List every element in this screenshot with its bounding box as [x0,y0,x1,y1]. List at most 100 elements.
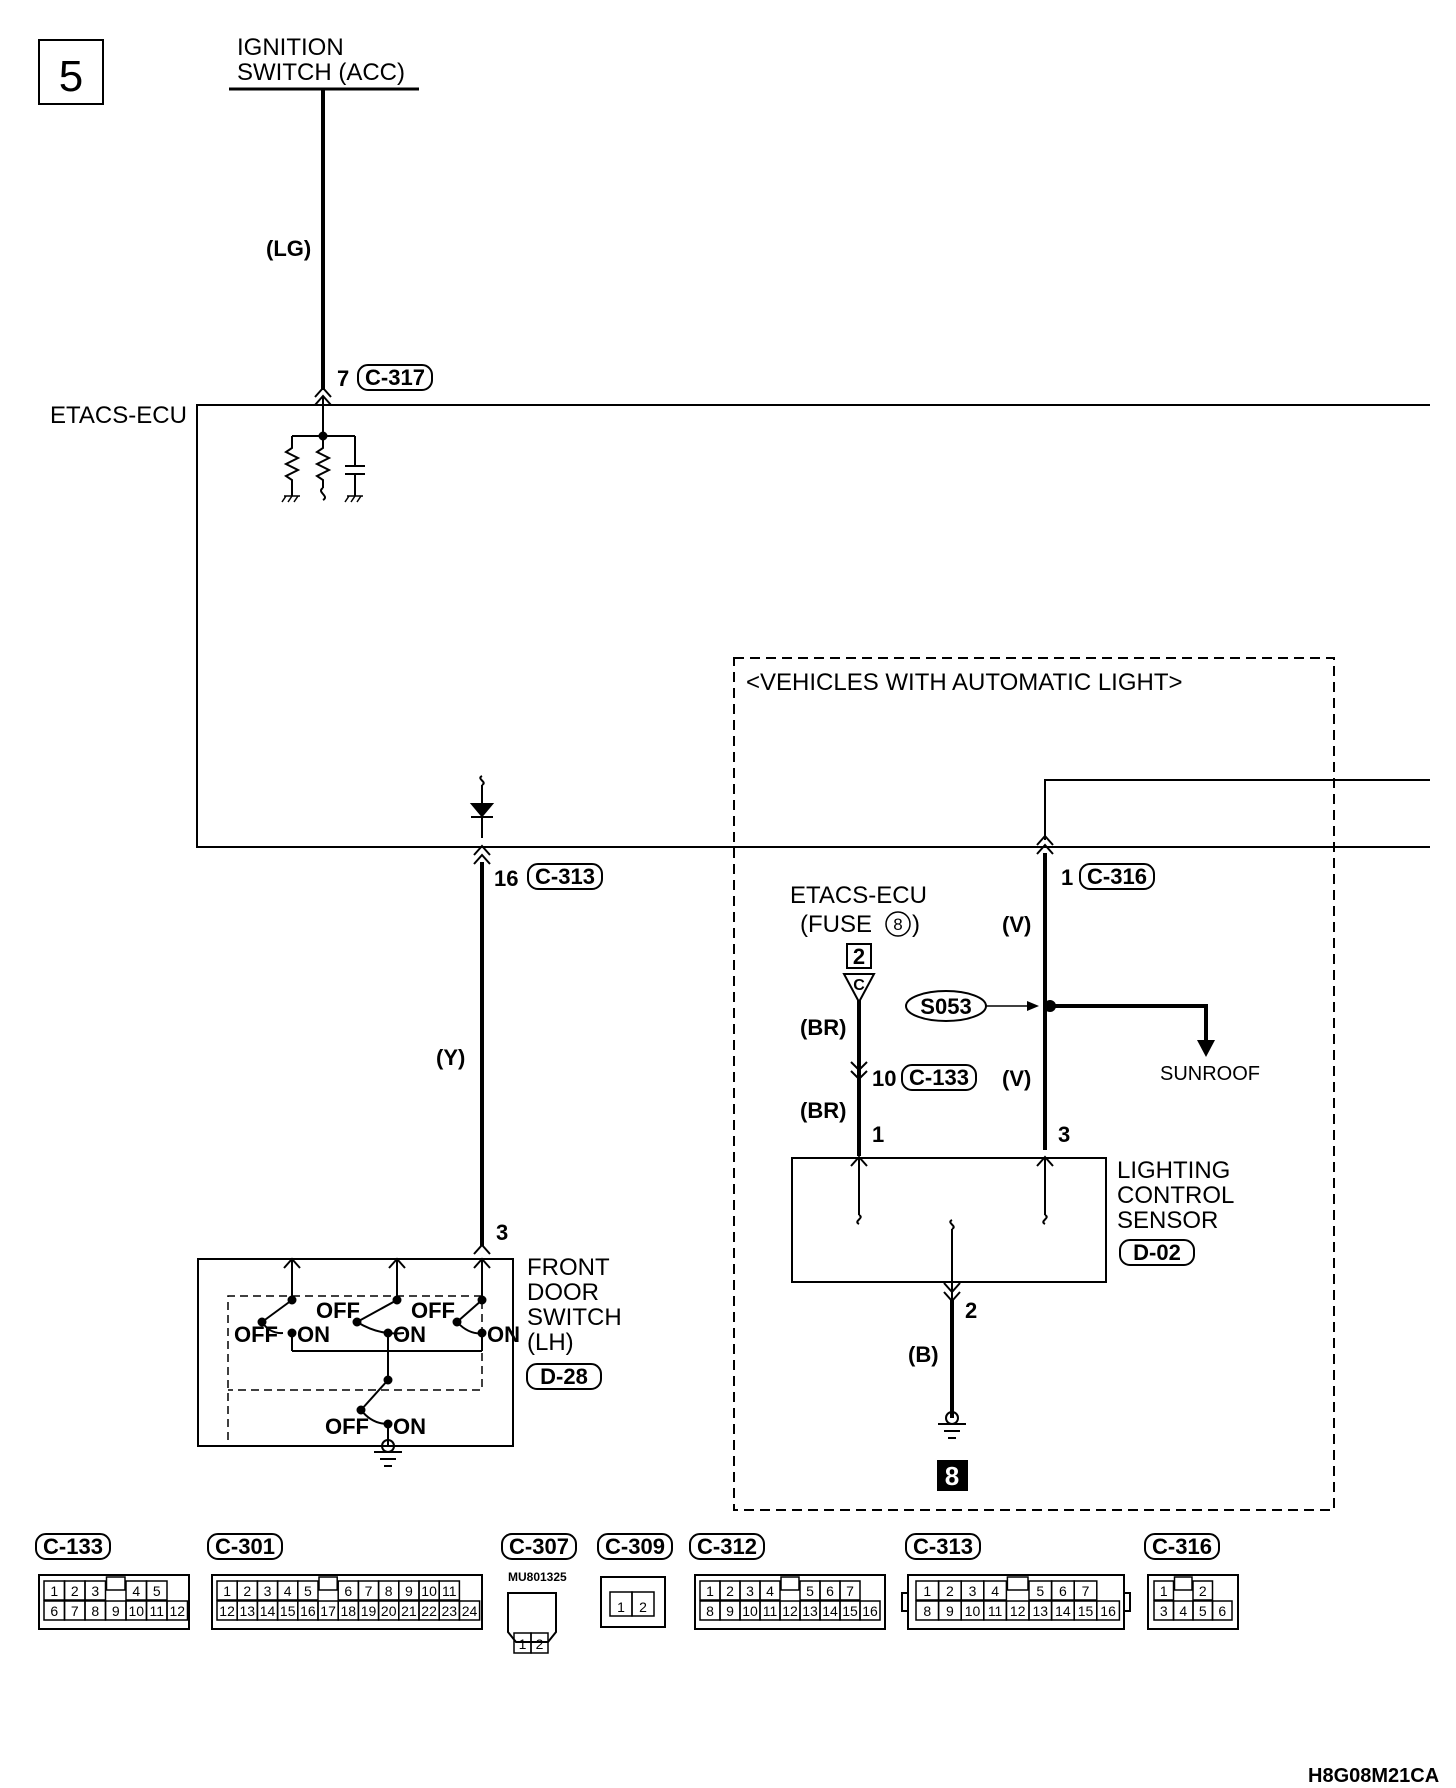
off-label-4: OFF [325,1414,369,1439]
sensor-internal-leads [850,1155,1054,1303]
connector-c307-pin-cell [530,1632,549,1654]
connector-c313-pin-pin-label: 4 [991,1583,999,1599]
fuse-source-label-1: ETACS-ECU [790,882,927,909]
c313-terminal-mark [473,844,491,865]
connector-c313-pin-pin-label: 12 [1010,1603,1026,1619]
connector-c316-pin-pin-label: 5 [1199,1603,1207,1619]
connector-c301-shell [211,1574,483,1630]
lighting-sensor-label-3: SENSOR [1117,1207,1218,1234]
connector-c316-shell [1147,1574,1239,1630]
br-wire-color-1: (BR) [800,1015,846,1040]
front-door-switch-box [197,1258,514,1447]
connector-c312-pin-pin-label: 5 [806,1583,814,1599]
fuse-connector-c: C [853,977,865,994]
c317-ref: C-317 [365,365,425,390]
off-label-3: OFF [411,1298,455,1323]
connector-c301-pin-pin-label: 3 [264,1583,272,1599]
connector-c313-pin-pin-label: 6 [1059,1583,1067,1599]
sensor-pin2-number: 2 [965,1298,977,1323]
connector-c312-pin-keyway [780,1576,800,1591]
s053-pointer-arrow [1027,1001,1039,1011]
connector-c301-pin-pin-label: 12 [219,1603,235,1619]
connector-c301-pin-cell [458,1600,481,1621]
connector-c301-pin-pin-label: 17 [320,1603,336,1619]
connector-c312-pin-pin-label: 13 [802,1603,818,1619]
auto-light-box-label: <VEHICLES WITH AUTOMATIC LIGHT> [746,669,1183,696]
connector-c133-pin-pin-label: 10 [128,1603,144,1619]
door-switch-contacts [257,1243,491,1446]
sunroof-arrow [1197,1040,1215,1057]
connector-c316-pin-cell [1211,1600,1233,1621]
c316-ref-box [1079,863,1155,890]
front-door-switch-label-4: (LH) [527,1329,574,1356]
connector-c301-pin-pin-label: 15 [280,1603,296,1619]
connector-c301-pin-pin-label: 16 [300,1603,316,1619]
connector-view-label-c313: C-313 [913,1534,973,1559]
connector-c133-pin-pin-label: 11 [149,1603,164,1619]
c316-pin-number: 1 [1061,865,1073,890]
connector-c301-pin-cell [297,1580,319,1601]
connector-c312-pin-pin-label: 9 [726,1603,734,1619]
connector-c312-pin-pin-label: 16 [862,1603,878,1619]
ground-ref: 8 [945,1461,959,1491]
connector-c316-pin-cell [1192,1580,1214,1601]
c133-pin-number: 10 [872,1066,896,1091]
connector-c133-pin-cell [145,1580,168,1601]
on-label-1: ON [297,1322,330,1347]
off-label-1: OFF [234,1322,278,1347]
connector-c313-pin-pin-label: 3 [969,1583,977,1599]
connector-c312-pin-pin-label: 6 [826,1583,834,1599]
d28-ref-box [526,1363,602,1390]
connector-c313-pin-pin-label: 1 [923,1583,931,1599]
connector-c313-pin-pin-label: 15 [1078,1603,1094,1619]
c317-terminal-mark [314,386,332,406]
connector-c312-pin-cell [759,1580,781,1601]
connector-c316-pin-keyway [1173,1576,1193,1591]
s053-splice: S053 [920,994,971,1019]
connector-c133-pin-pin-label: 12 [169,1603,185,1619]
connector-c301-pin-pin-label: 1 [223,1583,231,1599]
connector-view-label-c301: C-301 [215,1534,275,1559]
connector-c312-shell [694,1574,886,1630]
connector-c312-pin-pin-label: 3 [746,1583,754,1599]
ground-ref-box [937,1460,968,1491]
connector-c312-pin-cell [839,1580,861,1601]
c133-ref-box [901,1064,977,1091]
connector-c313-pin-cell [1096,1600,1121,1621]
connector-c313-pin-pin-label: 14 [1055,1603,1071,1619]
connector-c301-pin-pin-label: 10 [421,1583,437,1599]
connector-c313-pin-pin-label: 7 [1082,1583,1090,1599]
connector-c312-pin-pin-label: 10 [742,1603,758,1619]
front-door-switch-label-1: FRONT [527,1254,610,1281]
connector-c301-pin-cell [438,1580,461,1601]
door-switch-ground-icon [374,1439,402,1467]
b-wire-color: (B) [908,1342,939,1367]
fuse-box-number: 2 [853,944,865,969]
lighting-control-sensor-box [791,1157,1107,1283]
v-wire-color-2: (V) [1002,1066,1031,1091]
lighting-sensor-label-2: CONTROL [1117,1182,1234,1209]
fuse-number: 8 [893,915,902,934]
fuse-source-close: ) [912,911,920,938]
c317-pin-number: 7 [337,366,349,391]
connector-view-label-c312: C-312 [697,1534,757,1559]
connector-c301-pin-pin-label: 8 [385,1583,393,1599]
connector-c301-pin-pin-label: 14 [260,1603,276,1619]
connector-c133-pin-pin-label: 5 [153,1583,161,1599]
connector-c133-pin-pin-label: 7 [71,1603,79,1619]
fuse-source-label-2: (FUSE [800,911,872,938]
connector-c313-pin-pin-label: 16 [1100,1603,1116,1619]
connector-c316-pin-pin-label: 3 [1160,1603,1168,1619]
connector-view-label-c307: C-307 [509,1534,569,1559]
connector-c316-pin-pin-label: 4 [1179,1603,1187,1619]
connector-c309-pin-pin-label: 2 [639,1599,647,1615]
v-wire-upper-route [1044,779,1430,840]
connector-c133-pin-pin-label: 1 [50,1583,58,1599]
ecu-ground-symbol-1 [281,495,300,503]
c313-ref-box [527,863,603,890]
connector-c307-pin-pin-label: 2 [536,1636,544,1652]
ignition-switch-label-1: IGNITION [237,34,344,61]
connector-c133-shell [38,1574,190,1630]
door-switch-linkage [227,1295,483,1440]
